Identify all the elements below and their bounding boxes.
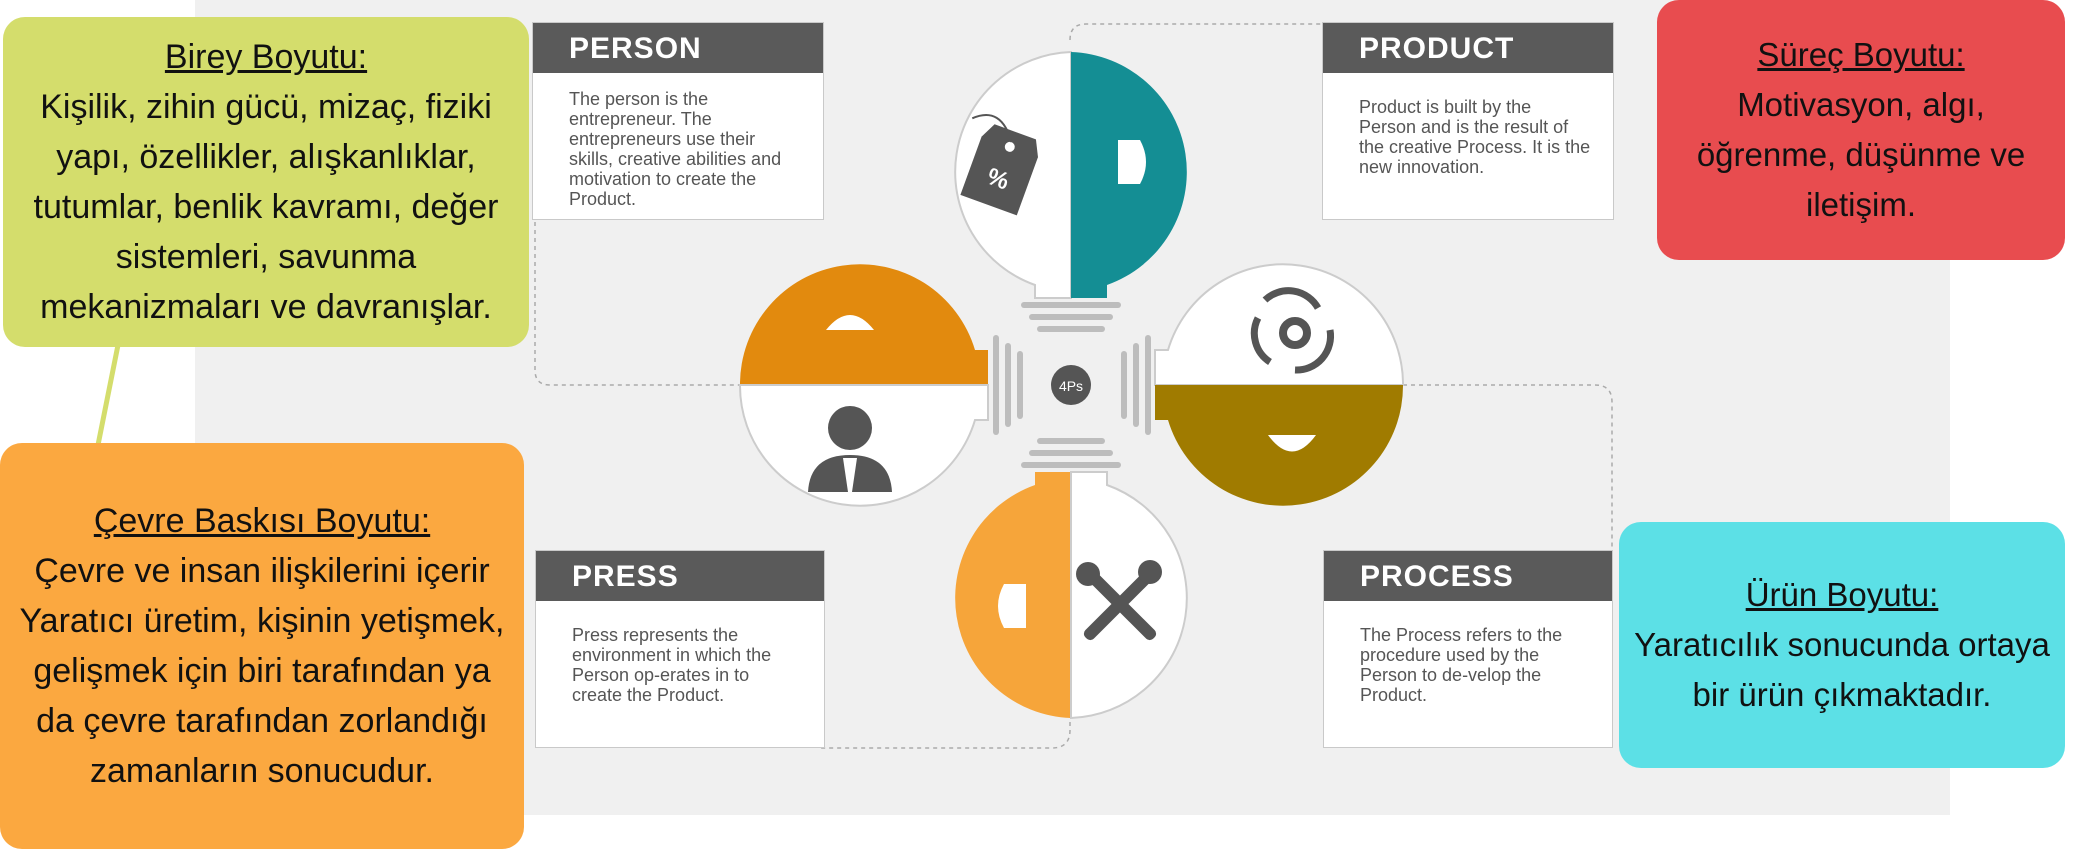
note-connector-line [94, 344, 121, 451]
person-card-text: The person is the entrepreneur. The entr… [569, 89, 782, 209]
person-bulb [738, 264, 989, 507]
product-card-text: Product is built by the Person and is th… [1359, 97, 1591, 177]
press-bulb [955, 471, 1188, 720]
cevre-note-title: Çevre Baskısı Boyutu: [93, 502, 431, 540]
surec-note-title: Süreç Boyutu: [1757, 36, 1965, 73]
dotted-frame-bottom [820, 690, 1071, 749]
center-4ps-label: 4Ps [1059, 378, 1083, 394]
center-connector-stripes [993, 302, 1151, 468]
tools-icon [1076, 560, 1162, 641]
person-card: PERSON The person is the entrepreneur. T… [532, 22, 824, 220]
refresh-gear-icon [1250, 287, 1335, 374]
person-card-title: PERSON [533, 23, 823, 73]
urun-note: Ürün Boyutu: Yaratıcılık sonucunda ortay… [1619, 522, 2065, 768]
product-card: PRODUCT Product is built by the Person a… [1322, 22, 1614, 220]
cevre-note: Çevre Baskısı Boyutu: Çevre ve insan ili… [0, 443, 524, 849]
press-card-title: PRESS [536, 551, 824, 601]
center-4ps-circle [1051, 365, 1091, 405]
press-card-text: Press represents the environment in whic… [572, 625, 772, 705]
birey-note-text: Kişilik, zihin gücü, mizaç, fiziki yapı,… [33, 88, 499, 326]
cevre-note-text: Çevre ve insan ilişkilerini içerir Yarat… [19, 552, 505, 790]
product-bulb: % [954, 50, 1187, 299]
urun-note-text: Yaratıcılık sonucunda ortaya bir ürün çı… [1634, 626, 2050, 713]
price-tag-icon: % [960, 113, 1038, 216]
process-card: PROCESS The Process refers to the proced… [1323, 550, 1613, 748]
surec-note-text: Motivasyon, algı, öğrenme, düşünme ve il… [1696, 86, 2026, 223]
birey-note-title: Birey Boyutu: [164, 38, 368, 76]
process-card-text: The Process refers to the procedure used… [1360, 625, 1563, 705]
birey-note: Birey Boyutu: Kişilik, zihin gücü, mizaç… [3, 17, 529, 347]
dotted-frame-right [1155, 384, 1613, 560]
surec-note: Süreç Boyutu: Motivasyon, algı, öğrenme,… [1657, 0, 2065, 260]
process-card-title: PROCESS [1324, 551, 1612, 601]
dotted-frame-top-left [534, 222, 740, 386]
press-card: PRESS Press represents the environment i… [535, 550, 825, 748]
person-icon [808, 406, 892, 492]
product-card-title: PRODUCT [1323, 23, 1613, 73]
urun-note-title: Ürün Boyutu: [1745, 576, 1939, 613]
process-bulb [1154, 263, 1405, 506]
dotted-frame-top-right [1069, 23, 1330, 41]
